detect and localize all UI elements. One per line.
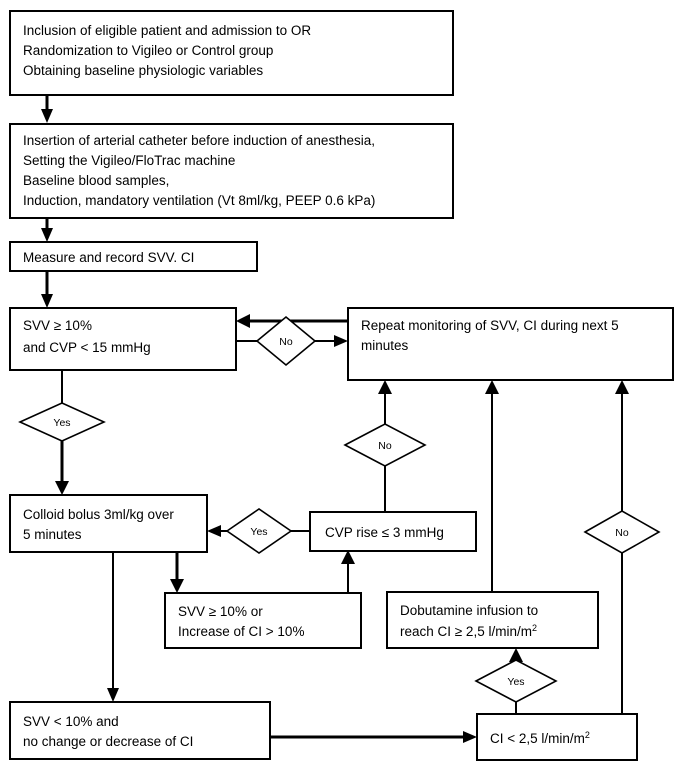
node-colloid-bolus-line-1: Colloid bolus 3ml/kg over (23, 507, 174, 522)
decision-yes-ci-low-label: Yes (507, 676, 524, 688)
node-repeat-monitoring-line-2: minutes (361, 338, 409, 353)
decision-no-ci-low: No (583, 510, 661, 554)
node-measure-line-1: Measure and record SVV. CI (23, 250, 194, 265)
decision-yes-cvp-rise: Yes (225, 508, 293, 554)
node-repeat-monitoring-rect (347, 307, 674, 381)
decision-no-cvp-rise-label: No (378, 440, 392, 452)
node-svv-low-rect (9, 701, 271, 760)
node-insertion-line-3: Baseline blood samples, (23, 173, 169, 188)
node-svv-low-line-2: no change or decrease of CI (23, 734, 193, 749)
connector-colloid-to-svvlow (107, 552, 119, 702)
decision-no-svv-cvp: No (255, 315, 317, 367)
node-measure: Measure and record SVV. CI (9, 241, 258, 272)
node-repeat-monitoring: Repeat monitoring of SVV, CI during next… (347, 307, 674, 381)
node-inclusion-rect (9, 10, 454, 96)
node-inclusion-line-1: Inclusion of eligible patient and admiss… (23, 23, 311, 38)
connector-svvcvp-yes-down (55, 370, 69, 495)
decision-no-ci-low-shape (583, 510, 661, 554)
node-cvp-rise-rect (309, 511, 477, 552)
connector-dobutamine-to-repeat (485, 380, 499, 592)
node-svv-increase-rect (164, 592, 362, 649)
node-insertion-line-4: Induction, mandatory ventilation (Vt 8ml… (23, 193, 375, 208)
connector-cilow-no-to-repeat (615, 380, 629, 714)
node-insertion: Insertion of arterial catheter before in… (9, 123, 454, 219)
node-ci-low-line-1-superscript: 2 (585, 730, 590, 740)
node-inclusion-line-3: Obtaining baseline physiologic variables (23, 63, 263, 78)
node-svv-cvp-line-2: and CVP < 15 mmHg (23, 340, 151, 355)
node-dobutamine-line-1: Dobutamine infusion to (400, 603, 538, 618)
node-colloid-bolus-line-2: 5 minutes (23, 527, 82, 542)
node-ci-low: CI < 2,5 l/min/m2 (476, 713, 638, 761)
node-insertion-rect (9, 123, 454, 219)
connector-colloid-to-svvincrease (170, 552, 184, 593)
decision-yes-svv-cvp-shape (18, 402, 106, 442)
node-dobutamine-rect (386, 591, 599, 649)
node-svv-increase-line-1: SVV ≥ 10% or (178, 604, 263, 619)
decision-no-svv-cvp-label: No (279, 336, 293, 348)
node-cvp-rise-line-1: CVP rise ≤ 3 mmHg (325, 525, 444, 540)
node-inclusion-line-2: Randomization to Vigileo or Control grou… (23, 43, 273, 58)
node-inclusion: Inclusion of eligible patient and admiss… (9, 10, 454, 96)
connector-svvincrease-to-cvprise (341, 550, 355, 593)
decision-yes-svv-cvp: Yes (18, 402, 106, 442)
node-ci-low-line-1: CI < 2,5 l/min/m2 (490, 730, 590, 746)
decision-no-cvp-rise: No (343, 423, 427, 467)
connector-inclusion-to-insertion (41, 95, 53, 123)
node-repeat-monitoring-line-1: Repeat monitoring of SVV, CI during next… (361, 318, 619, 333)
node-svv-increase: SVV ≥ 10% or Increase of CI > 10% (164, 592, 362, 649)
decision-no-svv-cvp-shape (255, 315, 317, 367)
node-colloid-bolus: Colloid bolus 3ml/kg over 5 minutes (9, 494, 208, 553)
decision-yes-svv-cvp-label: Yes (53, 417, 70, 429)
decision-yes-cvp-rise-shape (225, 508, 293, 554)
node-measure-rect (9, 241, 258, 272)
connector-svvlow-to-cilow (270, 731, 477, 743)
node-ci-low-line-1-main: CI < 2,5 l/min/m (490, 731, 585, 746)
node-svv-low-line-1: SVV < 10% and (23, 714, 119, 729)
decision-yes-ci-low-shape (474, 659, 558, 703)
decision-yes-cvp-rise-label: Yes (250, 526, 267, 538)
connector-svvcvp-no-to-repeat (236, 335, 348, 347)
node-svv-cvp-rect (9, 307, 237, 371)
node-colloid-bolus-rect (9, 494, 208, 553)
decision-no-ci-low-label: No (615, 527, 629, 539)
node-insertion-line-1: Insertion of arterial catheter before in… (23, 133, 375, 148)
decision-yes-ci-low: Yes (474, 659, 558, 703)
node-dobutamine-line-2-superscript: 2 (532, 623, 537, 633)
node-ci-low-rect (476, 713, 638, 761)
decision-no-cvp-rise-shape (343, 423, 427, 467)
node-cvp-rise: CVP rise ≤ 3 mmHg (309, 511, 477, 552)
node-dobutamine: Dobutamine infusion to reach CI ≥ 2,5 l/… (386, 591, 599, 649)
node-svv-cvp: SVV ≥ 10% and CVP < 15 mmHg (9, 307, 237, 371)
node-insertion-line-2: Setting the Vigileo/FloTrac machine (23, 153, 235, 168)
node-svv-low: SVV < 10% and no change or decrease of C… (9, 701, 271, 760)
connector-insertion-to-measure (41, 218, 53, 242)
node-dobutamine-line-2: reach CI ≥ 2,5 l/min/m2 (400, 623, 537, 639)
node-svv-increase-line-2: Increase of CI > 10% (178, 624, 304, 639)
connector-repeat-to-svvcvp (236, 314, 348, 328)
node-svv-cvp-line-1: SVV ≥ 10% (23, 318, 92, 333)
connector-measure-to-svvcvp (41, 271, 53, 308)
connector-cvprise-no-to-repeat (378, 380, 392, 512)
node-dobutamine-line-2-main: reach CI ≥ 2,5 l/min/m (400, 624, 532, 639)
